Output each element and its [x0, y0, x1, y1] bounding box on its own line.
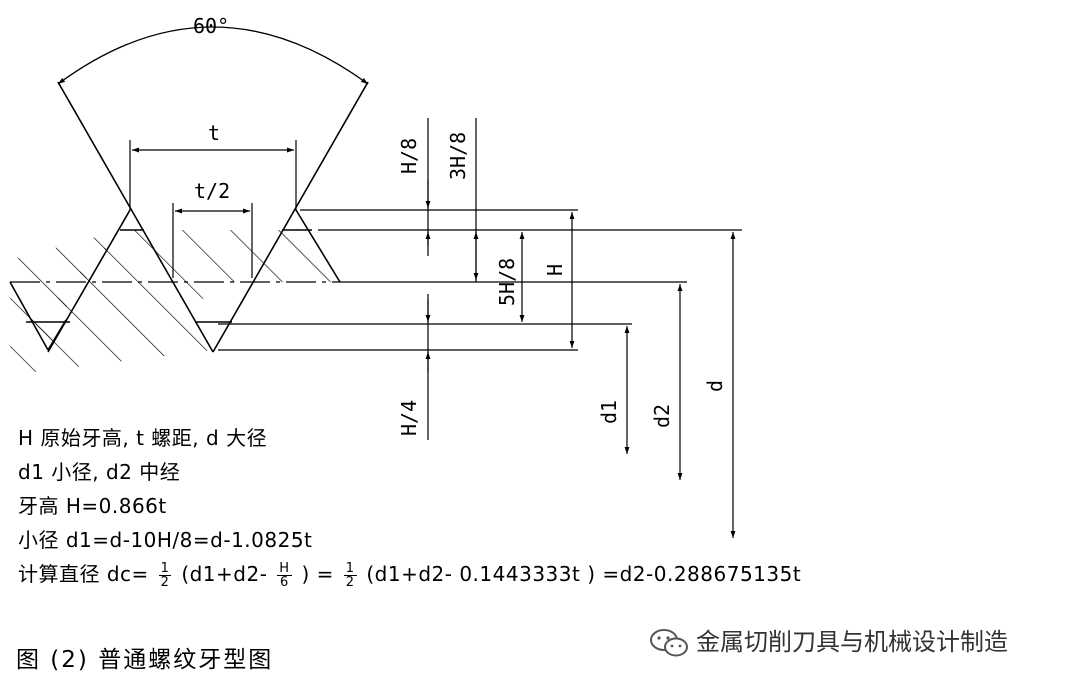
d1-label: d1 — [597, 400, 621, 424]
h38-label: 3H/8 — [446, 132, 470, 180]
h4-label: H/4 — [397, 400, 421, 436]
note-line-1: H 原始牙高, t 螺距, d 大径 — [18, 426, 268, 450]
formula-part-1: (d1+d2- — [181, 562, 268, 586]
note-line-4: 小径 d1=d-10H/8=d-1.0825t — [18, 528, 313, 552]
angle-arc — [57, 26, 369, 85]
hatched-thread-section — [10, 230, 340, 375]
note-line-3: 牙高 H=0.866t — [18, 494, 167, 518]
figure-caption: 图 (2) 普通螺纹牙型图 — [16, 647, 274, 673]
dimension-arrows — [132, 147, 736, 538]
d-label: d — [703, 380, 727, 392]
formula-part-3: (d1+d2- 0.1443333t ) =d2-0.288675135t — [366, 562, 802, 586]
d2-label: d2 — [650, 404, 674, 428]
formula-part-2: ) = — [301, 562, 334, 586]
angle-label: 60° — [193, 14, 229, 38]
watermark-text: 金属切削刀具与机械设计制造 — [696, 628, 1008, 656]
thread-profile-lines — [9, 81, 369, 353]
h-label: H — [543, 264, 567, 276]
watermark: 金属切削刀具与机械设计制造 — [648, 622, 1008, 660]
pitch-label: t — [208, 121, 220, 145]
note-line-2: d1 小径, d2 中经 — [18, 460, 181, 484]
half-pitch-label: t/2 — [194, 179, 230, 203]
h58-label: 5H/8 — [495, 258, 519, 306]
h8-label: H/8 — [397, 138, 421, 174]
wechat-icon — [650, 629, 688, 657]
formula-prefix: 计算直径 dc= — [18, 562, 149, 586]
